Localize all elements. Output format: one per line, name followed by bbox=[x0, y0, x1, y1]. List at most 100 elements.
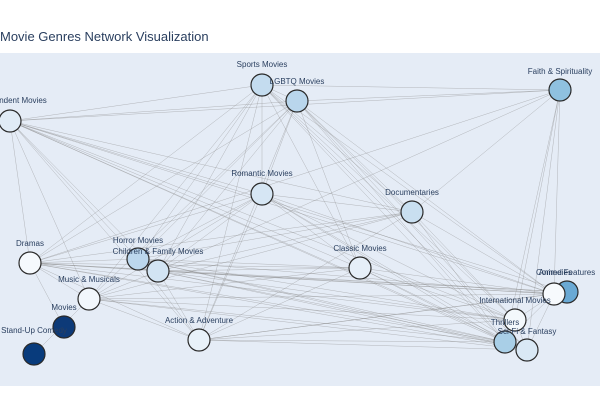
edge-faith-documentaries bbox=[411, 89, 561, 213]
edge-independent-action bbox=[9, 120, 200, 341]
node-children[interactable] bbox=[146, 259, 170, 283]
edge-faith-scifi bbox=[526, 89, 561, 351]
node-label-lgbtq: LGBTQ Movies bbox=[270, 77, 325, 86]
edge-action-anime bbox=[198, 291, 568, 341]
edge-classic-comedies bbox=[359, 267, 555, 295]
node-sports[interactable] bbox=[250, 73, 274, 97]
edge-independent-romantic bbox=[9, 120, 263, 195]
node-independent[interactable] bbox=[0, 109, 22, 133]
edge-documentaries-action bbox=[198, 211, 413, 341]
edge-dramas-international bbox=[29, 262, 516, 321]
node-international[interactable] bbox=[503, 308, 527, 332]
edge-horror-scifi bbox=[137, 258, 528, 351]
edge-romantic-music bbox=[88, 193, 263, 300]
node-classic[interactable] bbox=[348, 256, 372, 280]
node-comedies[interactable] bbox=[542, 282, 566, 306]
edge-children-anime bbox=[157, 270, 568, 293]
edge-sports-scifi bbox=[261, 84, 528, 351]
node-thrillers[interactable] bbox=[493, 330, 517, 354]
node-label-action: Action & Adventure bbox=[165, 316, 234, 325]
edge-music-international bbox=[88, 298, 516, 321]
edge-lgbtq-documentaries bbox=[296, 100, 413, 213]
edge-sports-music bbox=[88, 84, 263, 300]
node-lgbtq[interactable] bbox=[285, 89, 309, 113]
edge-romantic-thrillers bbox=[261, 193, 506, 343]
edge-romantic-dramas bbox=[29, 193, 263, 264]
edge-lgbtq-children bbox=[157, 100, 298, 272]
node-label-sports: Sports Movies bbox=[237, 60, 288, 69]
edge-sports-classic bbox=[261, 84, 361, 269]
edge-action-scifi bbox=[198, 339, 528, 351]
edge-children-action bbox=[157, 270, 200, 341]
node-documentaries[interactable] bbox=[400, 200, 424, 224]
edge-lgbtq-horror bbox=[137, 100, 298, 260]
node-label-children: Children & Family Movies bbox=[113, 247, 204, 256]
edge-independent-horror bbox=[9, 120, 139, 260]
edge-independent-anime bbox=[9, 120, 568, 293]
edge-lgbtq-romantic bbox=[261, 100, 298, 195]
edge-faith-thrillers bbox=[504, 89, 561, 343]
node-standup[interactable] bbox=[22, 342, 46, 366]
edge-action-international bbox=[198, 319, 516, 341]
node-label-anime: Anime Features bbox=[539, 268, 595, 277]
edge-independent-classic bbox=[9, 120, 361, 269]
edge-romantic-comedies bbox=[261, 193, 555, 295]
edge-dramas-movies bbox=[29, 262, 65, 328]
edge-music-comedies bbox=[88, 293, 555, 300]
edge-children-international bbox=[157, 270, 516, 321]
edge-classic-action bbox=[198, 267, 361, 341]
edge-sports-horror bbox=[137, 84, 263, 260]
node-label-romantic: Romantic Movies bbox=[231, 169, 292, 178]
edge-sports-children bbox=[157, 84, 263, 272]
edge-independent-documentaries bbox=[9, 120, 413, 213]
edge-documentaries-international bbox=[411, 211, 516, 321]
node-dramas[interactable] bbox=[18, 251, 42, 275]
edge-independent-faith bbox=[9, 89, 561, 122]
node-label-thrillers: Thrillers bbox=[491, 318, 519, 327]
edge-sports-faith bbox=[261, 84, 561, 91]
edge-lgbtq-music bbox=[88, 100, 298, 300]
node-label-comedies: Comedies bbox=[536, 268, 572, 277]
node-label-dramas: Dramas bbox=[16, 239, 44, 248]
node-layer bbox=[0, 73, 579, 366]
edge-faith-children bbox=[157, 89, 561, 272]
edge-dramas-thrillers bbox=[29, 262, 506, 343]
edge-independent-children bbox=[9, 120, 159, 272]
node-action[interactable] bbox=[187, 328, 211, 352]
node-faith[interactable] bbox=[548, 78, 572, 102]
edge-layer bbox=[9, 84, 568, 355]
edge-children-music bbox=[88, 270, 159, 300]
edge-independent-dramas bbox=[9, 120, 31, 264]
edge-action-thrillers bbox=[198, 339, 506, 343]
edge-lgbtq-classic bbox=[296, 100, 361, 269]
node-horror[interactable] bbox=[126, 247, 150, 271]
edge-sports-thrillers bbox=[261, 84, 506, 343]
edge-faith-comedies bbox=[553, 89, 561, 295]
edge-documentaries-children bbox=[157, 211, 413, 272]
edge-sports-international bbox=[261, 84, 516, 321]
edge-horror-thrillers bbox=[137, 258, 506, 343]
node-label-horror: Horror Movies bbox=[113, 236, 163, 245]
node-movies[interactable] bbox=[52, 315, 76, 339]
edge-dramas-horror bbox=[29, 258, 139, 264]
node-music[interactable] bbox=[77, 287, 101, 311]
edge-dramas-classic bbox=[29, 262, 361, 269]
edge-music-thrillers bbox=[88, 298, 506, 343]
edge-faith-international bbox=[514, 89, 561, 321]
edge-romantic-classic bbox=[261, 193, 361, 269]
edge-faith-dramas bbox=[29, 89, 561, 264]
node-label-music: Music & Musicals bbox=[58, 275, 120, 284]
node-label-scifi: Sci-Fi & Fantasy bbox=[498, 327, 557, 336]
node-romantic[interactable] bbox=[250, 182, 274, 206]
node-label-documentaries: Documentaries bbox=[385, 188, 439, 197]
node-label-independent: ndent Movies bbox=[0, 96, 47, 105]
node-label-faith: Faith & Spirituality bbox=[528, 67, 592, 76]
edge-independent-scifi bbox=[9, 120, 528, 351]
edge-documentaries-comedies bbox=[411, 211, 555, 295]
edge-documentaries-thrillers bbox=[411, 211, 506, 343]
node-scifi[interactable] bbox=[515, 338, 539, 362]
node-label-classic: Classic Movies bbox=[333, 244, 386, 253]
edge-children-classic bbox=[157, 267, 361, 272]
